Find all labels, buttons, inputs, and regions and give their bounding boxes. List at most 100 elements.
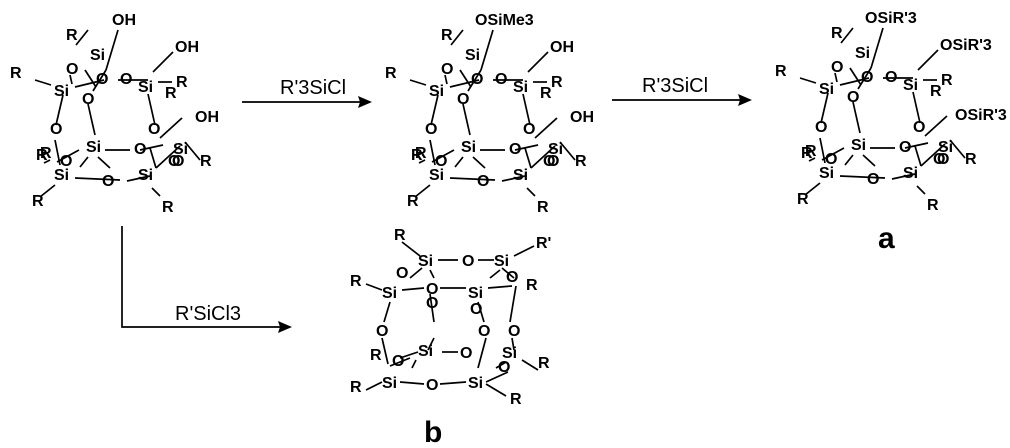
atom: O (495, 71, 507, 88)
atom: OH (550, 39, 574, 56)
atom: Si (513, 167, 528, 184)
atom: O (60, 153, 72, 170)
atom: R (10, 65, 22, 82)
atom: Si (382, 375, 397, 392)
atom: R (805, 143, 817, 160)
atom: Si (855, 45, 870, 62)
atom: Si (54, 167, 69, 184)
atom: O (396, 265, 408, 282)
atom: Si (468, 375, 483, 392)
atom: O (867, 171, 879, 188)
arrow-step3: R'SiCl3 (121, 226, 292, 333)
atom: Si (465, 47, 480, 64)
atom: O (847, 89, 859, 106)
atom: R' (536, 235, 551, 252)
atom: O (523, 121, 535, 138)
atom: O (885, 69, 897, 86)
atom: O (426, 377, 438, 394)
atom: Si (548, 141, 563, 158)
structure-start: R OH Si OH R O O R Si O Si R O O OH O R … (10, 12, 219, 216)
atoms: R OSiMe3 Si OH R O O R Si O Si R O O OH … (385, 12, 594, 216)
atom: O (435, 153, 447, 170)
atom: O (478, 323, 490, 340)
atom: O (937, 151, 949, 168)
atom: Si (54, 83, 69, 100)
atom: R (540, 85, 552, 102)
atom: Si (173, 141, 188, 158)
atom: O (498, 359, 510, 376)
atom: O (392, 353, 404, 370)
atom: R (510, 391, 522, 408)
atom: Si (903, 77, 918, 94)
atom: O (471, 71, 483, 88)
atom: Si (138, 167, 153, 184)
atom: OH (112, 12, 136, 29)
atom: Si (382, 285, 397, 302)
arrow-step1: R'3SiCl (242, 77, 372, 108)
atom: O (477, 173, 489, 190)
atom: Si (429, 83, 444, 100)
atom: O (66, 61, 78, 78)
atom: O (426, 281, 438, 298)
atom: O (457, 91, 469, 108)
atom: O (96, 71, 108, 88)
atom: Si (138, 79, 153, 96)
atom: Si (851, 137, 866, 154)
atom: Si (90, 47, 105, 64)
atom: R (394, 227, 406, 244)
atom: R (526, 277, 538, 294)
atom: R (801, 145, 813, 162)
label-product-a: a (878, 222, 895, 255)
structure-product-b: R Si O Si R' O O R Si O Si R O O O O O R… (350, 227, 551, 408)
atom: O (50, 121, 62, 138)
atom: Si (468, 285, 483, 302)
atoms: R OSiR'3 Si OSiR'3 R O O R Si O Si R O O… (775, 10, 1007, 214)
atom: R (385, 65, 397, 82)
atom: OH (195, 109, 219, 126)
atom: Si (903, 165, 918, 182)
atom: OH (570, 109, 594, 126)
atom: R (162, 199, 174, 216)
atom: Si (429, 167, 444, 184)
atom: Si (418, 343, 433, 360)
atom: Si (819, 81, 834, 98)
atom: OSiMe3 (475, 12, 534, 29)
atom: Si (494, 253, 509, 270)
atom: R (941, 72, 953, 89)
structure-intermediate: R OSiMe3 Si OH R O O R Si O Si R O O OH … (385, 12, 594, 216)
atom: R (411, 147, 423, 164)
atom: O (426, 295, 438, 312)
atom: O (831, 59, 843, 76)
atom: O (462, 253, 474, 270)
reagent-step2: R'3SiCl (642, 75, 708, 97)
atom: R (551, 74, 563, 91)
atom: O (899, 139, 911, 156)
atom: R (32, 193, 44, 210)
atom: O (102, 173, 114, 190)
atom: O (134, 141, 146, 158)
bonds (799, 27, 966, 196)
atom: O (547, 153, 559, 170)
atom: O (815, 119, 827, 136)
atom: R (775, 63, 787, 80)
atom: R (370, 347, 382, 364)
atom: R (40, 145, 52, 162)
atom: O (425, 121, 437, 138)
arrow-step2: R'3SiCl (612, 75, 752, 106)
atom: O (376, 323, 388, 340)
atom: O (933, 151, 945, 168)
atom: R (415, 145, 427, 162)
reagent-step3: R'SiCl3 (175, 303, 241, 325)
atom: R (66, 27, 78, 44)
bonds (34, 29, 201, 198)
atom: R (441, 27, 453, 44)
atom: R (831, 25, 843, 42)
structure-product-a: R OSiR'3 Si OSiR'3 R O O R Si O Si R O O… (775, 10, 1007, 214)
atom: O (172, 153, 184, 170)
atom: Si (461, 139, 476, 156)
atom: O (441, 61, 453, 78)
atom: R (200, 153, 212, 170)
atom: O (168, 153, 180, 170)
atom: O (120, 71, 132, 88)
